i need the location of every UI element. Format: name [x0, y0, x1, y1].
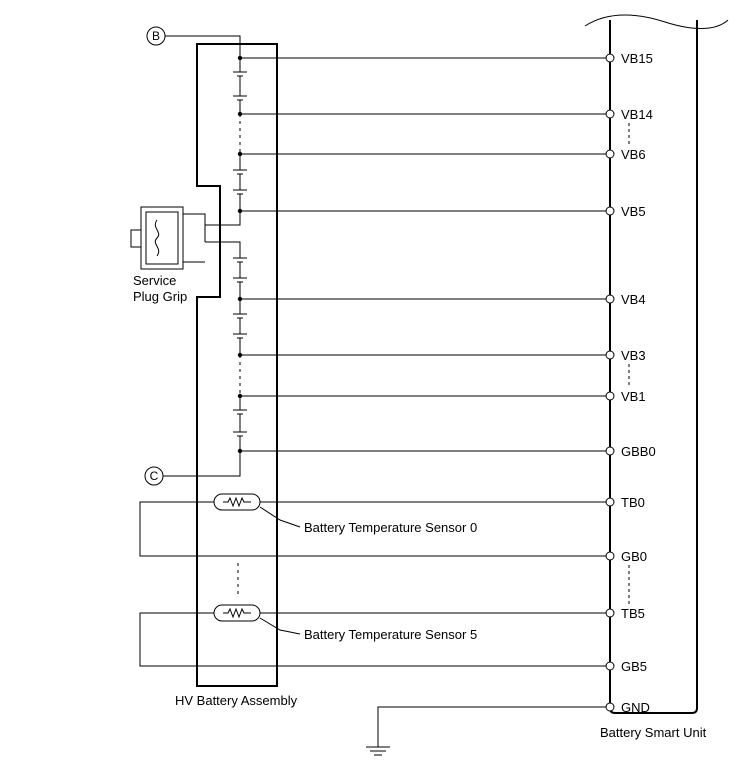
temperature-sensor-0: Battery Temperature Sensor 0 [139, 493, 610, 557]
hv-battery-assembly: HV Battery Assembly [175, 43, 298, 708]
pin-label: VB3 [621, 348, 646, 363]
pin-label: VB4 [621, 292, 646, 307]
pin-label: GB5 [621, 659, 647, 674]
pin-label: GBB0 [621, 444, 656, 459]
pin-GBB0: GBB0 [605, 444, 656, 459]
pin-label: TB0 [621, 495, 645, 510]
service-plug-label-line1: Service [133, 273, 176, 288]
ground-icon [366, 746, 390, 756]
ground-wire [366, 706, 610, 756]
pin-label: VB5 [621, 204, 646, 219]
connector-c: C [144, 451, 241, 486]
pin-VB14: VB14 [605, 107, 653, 122]
pin-TB0: TB0 [605, 495, 645, 510]
pin-label: VB6 [621, 147, 646, 162]
pin-label: VB1 [621, 389, 646, 404]
pin-VB6: VB6 [605, 147, 646, 162]
service-plug-grip: Service Plug Grip [130, 206, 206, 304]
connector-b-label: B [152, 29, 160, 43]
temperature-sensor-5: Battery Temperature Sensor 5 [139, 604, 610, 667]
pin-GB5: GB5 [605, 659, 647, 674]
service-plug-label-line2: Plug Grip [133, 289, 187, 304]
tap-wires [237, 55, 610, 454]
pin-VB3: VB3 [605, 348, 646, 363]
pin-VB4: VB4 [605, 292, 646, 307]
pin-label: TB5 [621, 606, 645, 621]
fuse-icon [154, 219, 160, 257]
hv-battery-assembly-label: HV Battery Assembly [175, 693, 298, 708]
thermistor-icon [223, 607, 251, 619]
pin-TB5: TB5 [605, 606, 645, 621]
battery-smart-unit-label: Battery Smart Unit [600, 725, 707, 740]
sensor-5-label: Battery Temperature Sensor 5 [304, 627, 477, 642]
thermistor-icon [223, 496, 251, 508]
pin-label: VB15 [621, 51, 653, 66]
connector-c-label: C [150, 469, 159, 483]
pin-VB1: VB1 [605, 389, 646, 404]
pin-label: VB14 [621, 107, 653, 122]
pin-label: GB0 [621, 549, 647, 564]
battery-cell-string [205, 58, 247, 451]
pin-GB0: GB0 [605, 549, 647, 564]
pin-GND: GND [605, 700, 650, 715]
pin-label: GND [621, 700, 650, 715]
battery-smart-unit: Battery Smart Unit [584, 14, 729, 740]
sensor-0-label: Battery Temperature Sensor 0 [304, 520, 477, 535]
connector-b: B [146, 26, 241, 58]
pin-VB15: VB15 [605, 51, 653, 66]
pin-VB5: VB5 [605, 204, 646, 219]
